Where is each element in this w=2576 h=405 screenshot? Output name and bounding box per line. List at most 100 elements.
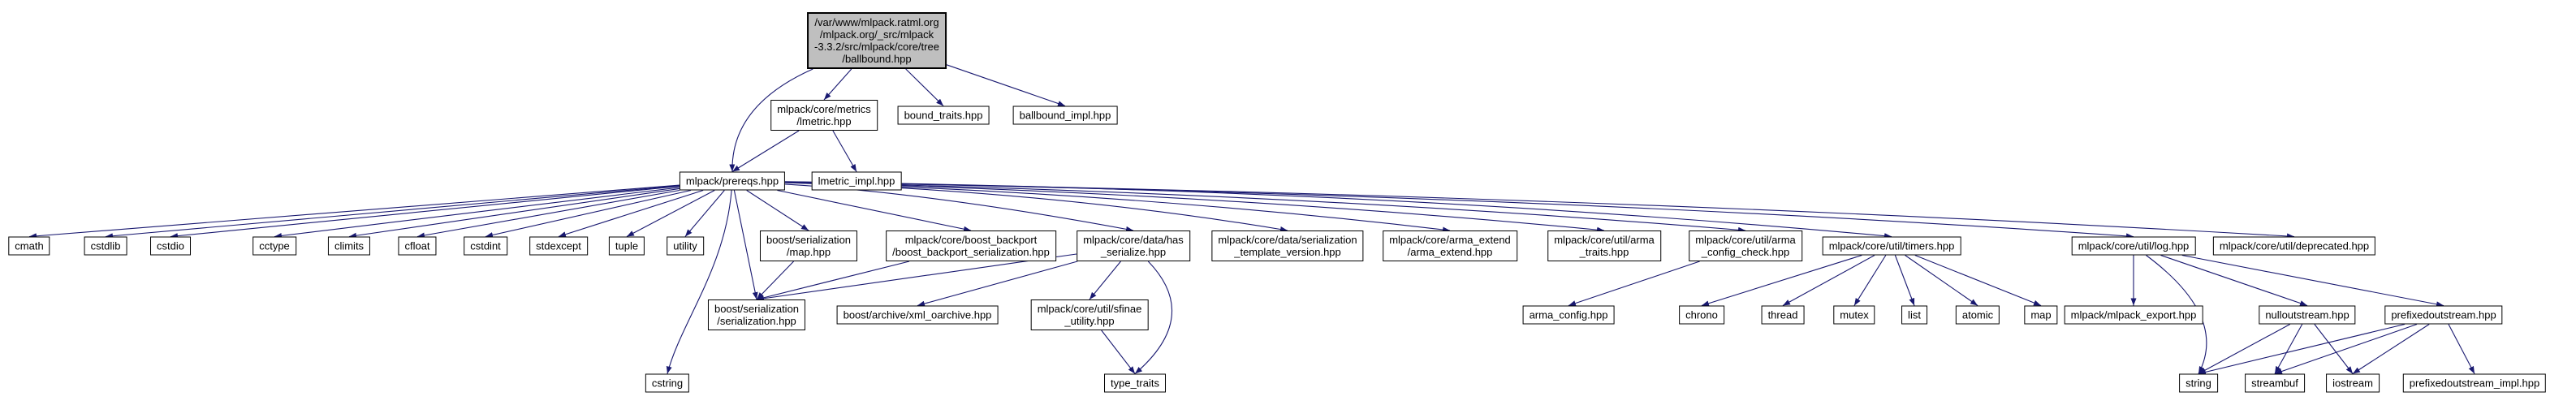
node-label-line: mlpack/core/data/has	[1083, 234, 1184, 246]
node-label-line: mlpack/core/metrics	[777, 103, 871, 115]
graph-node-ser_map[interactable]: boost/serialization/map.hpp	[759, 231, 858, 261]
node-label-line: mlpack/prereqs.hpp	[685, 174, 779, 187]
include-edge-timers-to-chrono	[1701, 254, 1862, 307]
graph-node-thread[interactable]: thread	[1761, 305, 1805, 325]
node-label-line: /arma_extend.hpp	[1407, 246, 1493, 258]
graph-node-ballbound_impl[interactable]: ballbound_impl.hpp	[1012, 106, 1118, 125]
graph-node-nulloutstream[interactable]: nulloutstream.hpp	[2259, 305, 2356, 325]
include-edge-prereqs-to-cstring	[666, 190, 732, 374]
node-label-line: _utility.hpp	[1064, 315, 1115, 327]
graph-node-atomic[interactable]: atomic	[1955, 305, 2000, 325]
graph-node-cstdint[interactable]: cstdint	[464, 236, 507, 256]
node-label-line: streambuf	[2251, 377, 2298, 390]
graph-node-timers[interactable]: mlpack/core/util/timers.hpp	[1822, 236, 1961, 256]
graph-node-serialization[interactable]: boost/serialization/serialization.hpp	[707, 299, 806, 330]
node-label-line: _config_check.hpp	[1701, 246, 1790, 258]
node-label-line: /mlpack.org/_src/mlpack	[819, 28, 934, 41]
graph-node-arma_traits[interactable]: mlpack/core/util/arma_traits.hpp	[1547, 231, 1661, 261]
node-label-line: atomic	[1961, 308, 1994, 321]
include-edge-prereqs-to-cctype	[274, 187, 680, 239]
graph-node-climits[interactable]: climits	[327, 236, 371, 256]
graph-node-cctype[interactable]: cctype	[252, 236, 296, 256]
include-edge-prereqs-to-tuple	[626, 190, 715, 237]
graph-node-stdexcept[interactable]: stdexcept	[529, 236, 588, 256]
node-label-line: mlpack/mlpack_export.hpp	[2070, 308, 2197, 321]
graph-node-prefixedoutstream_impl[interactable]: prefixedoutstream_impl.hpp	[2402, 373, 2547, 393]
graph-node-utility[interactable]: utility	[667, 236, 704, 256]
graph-node-tuple[interactable]: tuple	[608, 236, 645, 256]
node-label-line: prefixedoutstream.hpp	[2391, 308, 2496, 321]
graph-node-bound_traits[interactable]: bound_traits.hpp	[897, 106, 990, 125]
graph-node-cfloat[interactable]: cfloat	[398, 236, 437, 256]
include-edge-nulloutstream-to-iostream	[2314, 324, 2354, 374]
node-label-line: nulloutstream.hpp	[2265, 308, 2349, 321]
node-label-line: bound_traits.hpp	[904, 109, 983, 122]
graph-node-log[interactable]: mlpack/core/util/log.hpp	[2071, 236, 2196, 256]
node-label-line: mlpack/core/boost_backport	[904, 234, 1038, 246]
graph-node-streambuf[interactable]: streambuf	[2245, 373, 2305, 393]
include-edge-prereqs-to-arma_config_check	[784, 181, 1746, 233]
graph-node-has_serialize[interactable]: mlpack/core/data/has_serialize.hpp	[1077, 231, 1190, 261]
graph-node-mlpack_export[interactable]: mlpack/mlpack_export.hpp	[2064, 305, 2203, 325]
node-label-line: utility	[673, 239, 697, 252]
node-label-line: prefixedoutstream_impl.hpp	[2409, 377, 2540, 390]
graph-node-lmetric[interactable]: mlpack/core/metrics/lmetric.hpp	[770, 100, 878, 131]
node-label-line: mlpack/core/util/arma	[1695, 234, 1796, 246]
include-edge-prereqs-to-cmath	[28, 184, 680, 239]
node-label-line: _template_version.hpp	[1234, 246, 1341, 258]
node-label-line: mutex	[1840, 308, 1869, 321]
node-label-line: mlpack/core/util/timers.hpp	[1828, 239, 1955, 252]
graph-node-list[interactable]: list	[1901, 305, 1927, 325]
node-label-line: cmath	[15, 239, 44, 252]
graph-node-arma_extend[interactable]: mlpack/core/arma_extend/arma_extend.hpp	[1383, 231, 1517, 261]
include-edge-has_serialize-to-sfinae	[1089, 261, 1121, 300]
include-edge-prereqs-to-utility	[684, 190, 725, 237]
node-label-line: boost/archive/xml_oarchive.hpp	[843, 308, 992, 321]
graph-node-cstring[interactable]: cstring	[645, 373, 690, 393]
graph-node-ser_template[interactable]: mlpack/core/data/serialization_template_…	[1211, 231, 1364, 261]
include-edge-prereqs-to-timers	[784, 181, 1892, 239]
graph-node-xml_oarchive[interactable]: boost/archive/xml_oarchive.hpp	[836, 305, 999, 325]
graph-node-arma_config[interactable]: arma_config.hpp	[1522, 305, 1615, 325]
graph-node-type_traits[interactable]: type_traits	[1104, 373, 1166, 393]
node-label-line: mlpack/core/util/log.hpp	[2078, 239, 2190, 252]
include-edge-nulloutstream-to-streambuf	[2274, 324, 2303, 374]
graph-node-arma_config_check[interactable]: mlpack/core/util/arma_config_check.hpp	[1689, 231, 1802, 261]
graph-node-map[interactable]: map	[2024, 305, 2058, 325]
graph-node-chrono[interactable]: chrono	[1679, 305, 1724, 325]
graph-node-cmath[interactable]: cmath	[8, 236, 50, 256]
graph-node-mutex[interactable]: mutex	[1833, 305, 1875, 325]
graph-node-lmetric_impl[interactable]: lmetric_impl.hpp	[811, 171, 902, 191]
graph-node-iostream[interactable]: iostream	[2326, 373, 2380, 393]
include-edge-has_serialize-to-type_traits	[1134, 261, 1173, 374]
node-label-line: cstring	[651, 377, 684, 390]
include-edge-ballbound-to-ballbound_impl	[946, 64, 1066, 107]
include-edge-ballbound-to-lmetric	[823, 68, 852, 101]
graph-node-sfinae[interactable]: mlpack/core/util/sfinae_utility.hpp	[1030, 299, 1149, 330]
node-label-line: thread	[1767, 308, 1798, 321]
node-label-line: tuple	[615, 239, 639, 252]
graph-node-cstdlib[interactable]: cstdlib	[84, 236, 127, 256]
include-edge-timers-to-mutex	[1853, 255, 1887, 306]
node-label-line: mlpack/core/util/sfinae	[1037, 303, 1142, 315]
include-edge-prereqs-to-stdexcept	[558, 189, 704, 238]
graph-node-backport[interactable]: mlpack/core/boost_backport/boost_backpor…	[886, 231, 1056, 261]
node-label-line: /serialization.hpp	[717, 315, 796, 327]
graph-node-string[interactable]: string	[2179, 373, 2218, 393]
include-edge-timers-to-atomic	[1905, 255, 1978, 306]
include-edge-timers-to-map	[1914, 254, 2042, 307]
node-label-line: boost/serialization	[766, 234, 852, 246]
graph-node-deprecated[interactable]: mlpack/core/util/deprecated.hpp	[2212, 236, 2376, 256]
node-label-line: chrono	[1685, 308, 1718, 321]
node-label-line: mlpack/core/util/arma	[1554, 234, 1655, 246]
include-edge-timers-to-thread	[1782, 255, 1875, 306]
include-edge-prereqs-to-arma_traits	[784, 182, 1605, 233]
graph-node-prereqs[interactable]: mlpack/prereqs.hpp	[679, 171, 786, 191]
node-label-line: mlpack/core/arma_extend	[1389, 234, 1511, 246]
include-edge-log-to-prefixedoutstream	[2181, 254, 2444, 308]
graph-node-prefixedoutstream[interactable]: prefixedoutstream.hpp	[2384, 305, 2503, 325]
node-label-line: /var/www/mlpack.ratml.org	[814, 16, 939, 28]
graph-node-cstdio[interactable]: cstdio	[150, 236, 191, 256]
node-label-line: cstdint	[470, 239, 501, 252]
